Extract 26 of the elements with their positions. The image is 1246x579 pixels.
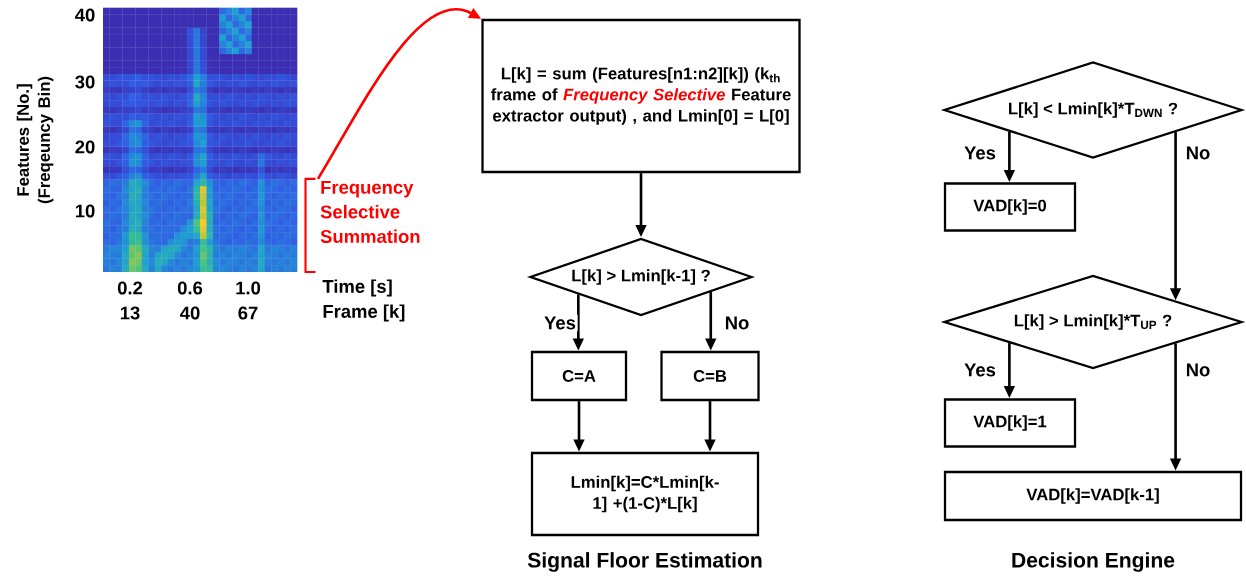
tick-label: 20 <box>75 140 95 154</box>
process-box: L[k] = sum (Features[n1:n2][k]) (k$_{th}$ frame of Frequency Selective Feature extractor output) , and Lmin[0] = L[0] <box>481 18 801 174</box>
tick-label: 0.2 <box>117 281 143 295</box>
annotation-text: Frequency Selective Summation <box>320 180 420 244</box>
axis-title: Features [No.] (Freqeuncy Bin) <box>16 76 54 204</box>
tick-label: 0.6 <box>177 281 203 295</box>
process-box: C=A <box>530 350 628 402</box>
tick-label: 10 <box>75 204 95 218</box>
process-box: VAD[k]=VAD[k-1] <box>943 470 1243 522</box>
edge-label: Yes <box>544 316 576 330</box>
edge-label: No <box>725 316 749 330</box>
tick-label: 40 <box>180 306 200 320</box>
process-box: VAD[k]=0 <box>943 182 1077 232</box>
tick-label: 30 <box>75 75 95 89</box>
edge-label: No <box>1186 146 1210 160</box>
tick-label: 40 <box>75 8 95 22</box>
tick-label: 13 <box>120 306 140 320</box>
process-box: Lmin[k]=C*Lmin[k-1] +(1-C)*L[k] <box>530 451 760 537</box>
section-title: Decision Engine <box>1012 552 1175 572</box>
process-box: VAD[k]=1 <box>943 398 1077 448</box>
axis-title: Frame [k] <box>323 304 405 322</box>
edge-label: Yes <box>964 146 996 160</box>
tick-label: 67 <box>238 306 258 320</box>
process-box: C=B <box>660 350 760 402</box>
tick-label: 1.0 <box>236 281 261 295</box>
axis-title: Time [s] <box>322 279 392 297</box>
